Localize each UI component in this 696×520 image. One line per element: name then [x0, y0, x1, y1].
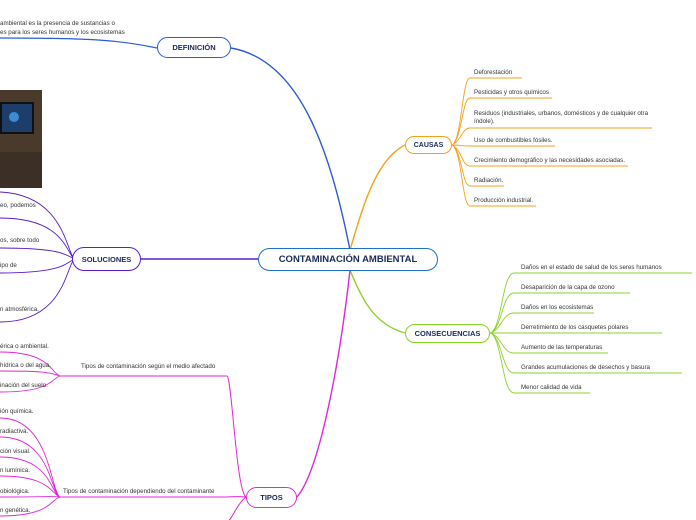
monitor-image [0, 102, 34, 134]
solutions-photo [0, 90, 42, 188]
definicion-text-line2: es para los seres humanos y los ecosiste… [0, 29, 125, 36]
consecuencia-item[interactable]: Aumento de las temperaturas [521, 344, 603, 351]
tipo-contaminante-item[interactable]: ión química. [0, 408, 34, 415]
tipos-contaminante-label[interactable]: Tipos de contaminación dependiendo del c… [63, 488, 215, 495]
soluciones-label: SOLUCIONES [81, 254, 132, 264]
tipo-medio-item[interactable]: hídrica o del agua. [0, 362, 51, 369]
causa-item[interactable]: Radiación. [474, 177, 504, 184]
central-topic[interactable]: CONTAMINACIÓN AMBIENTAL [258, 248, 438, 271]
solucion-item[interactable]: n atmosférica, [0, 306, 39, 313]
link-consecuencias [349, 269, 406, 334]
causas-label: CAUSAS [413, 141, 444, 149]
causas-node[interactable]: CAUSAS [405, 136, 452, 154]
tipo-contaminante-item[interactable]: n genética. [0, 507, 31, 514]
causa-item[interactable]: Producción industrial. [474, 197, 534, 204]
tipo-contaminante-item[interactable]: obiológica. [0, 488, 30, 495]
causa-item[interactable]: Pesticidas y otros químicos [474, 89, 549, 96]
definicion-node[interactable]: DEFINICIÓN [157, 37, 231, 58]
soluciones-node[interactable]: SOLUCIONES [72, 247, 141, 271]
windows-logo-icon [9, 112, 19, 122]
causa-item[interactable]: Crecimiento demográfico y las necesidade… [474, 157, 625, 164]
link-causas [349, 144, 406, 251]
consecuencia-item[interactable]: Daños en los ecosistemas [521, 304, 594, 311]
tipo-contaminante-item[interactable]: n lumínica. [0, 467, 30, 474]
consecuencias-label: CONSECUENCIAS [414, 329, 481, 338]
central-topic-label: CONTAMINACIÓN AMBIENTAL [278, 254, 418, 265]
tipo-medio-item[interactable]: inación del suelo. [0, 382, 48, 389]
tipo-contaminante-item[interactable]: radiactiva. [0, 428, 29, 435]
solucion-item[interactable]: os, sobre todo [0, 237, 40, 244]
definicion-label: DEFINICIÓN [172, 43, 216, 52]
definicion-text-line1: ambiental es la presencia de sustancias … [0, 20, 115, 27]
tipos-medio-label[interactable]: Tipos de contaminación según el medio af… [81, 363, 216, 370]
consecuencias-node[interactable]: CONSECUENCIAS [405, 324, 490, 343]
link-tipos [296, 269, 351, 498]
consecuencia-item[interactable]: Daños en el estado de salud de los seres… [521, 264, 662, 271]
tipos-node[interactable]: TIPOS [246, 487, 297, 508]
consecuencia-item[interactable]: Derretimiento de los casquetes polares [521, 324, 629, 331]
causa-item[interactable]: Residuos (industriales, urbanos, domésti… [474, 110, 649, 125]
consecuencia-item[interactable]: Desaparición de la capa de ozono [521, 284, 615, 291]
tipos-label: TIPOS [260, 493, 283, 502]
solucion-item[interactable]: eo, podemos [0, 202, 36, 209]
tipo-medio-item[interactable]: érica o ambiental. [0, 343, 49, 350]
causa-item[interactable]: Uso de combustibles fósiles. [474, 137, 553, 144]
consecuencia-item[interactable]: Menor calidad de vida [521, 384, 582, 391]
consecuencia-item[interactable]: Grandes acumulaciones de desechos y basu… [521, 364, 650, 371]
link-definicion [230, 47, 351, 251]
tipo-contaminante-item[interactable]: ción visual. [0, 448, 31, 455]
solucion-item[interactable]: ipo de [0, 262, 17, 269]
causa-item[interactable]: Deforestación [474, 69, 513, 76]
